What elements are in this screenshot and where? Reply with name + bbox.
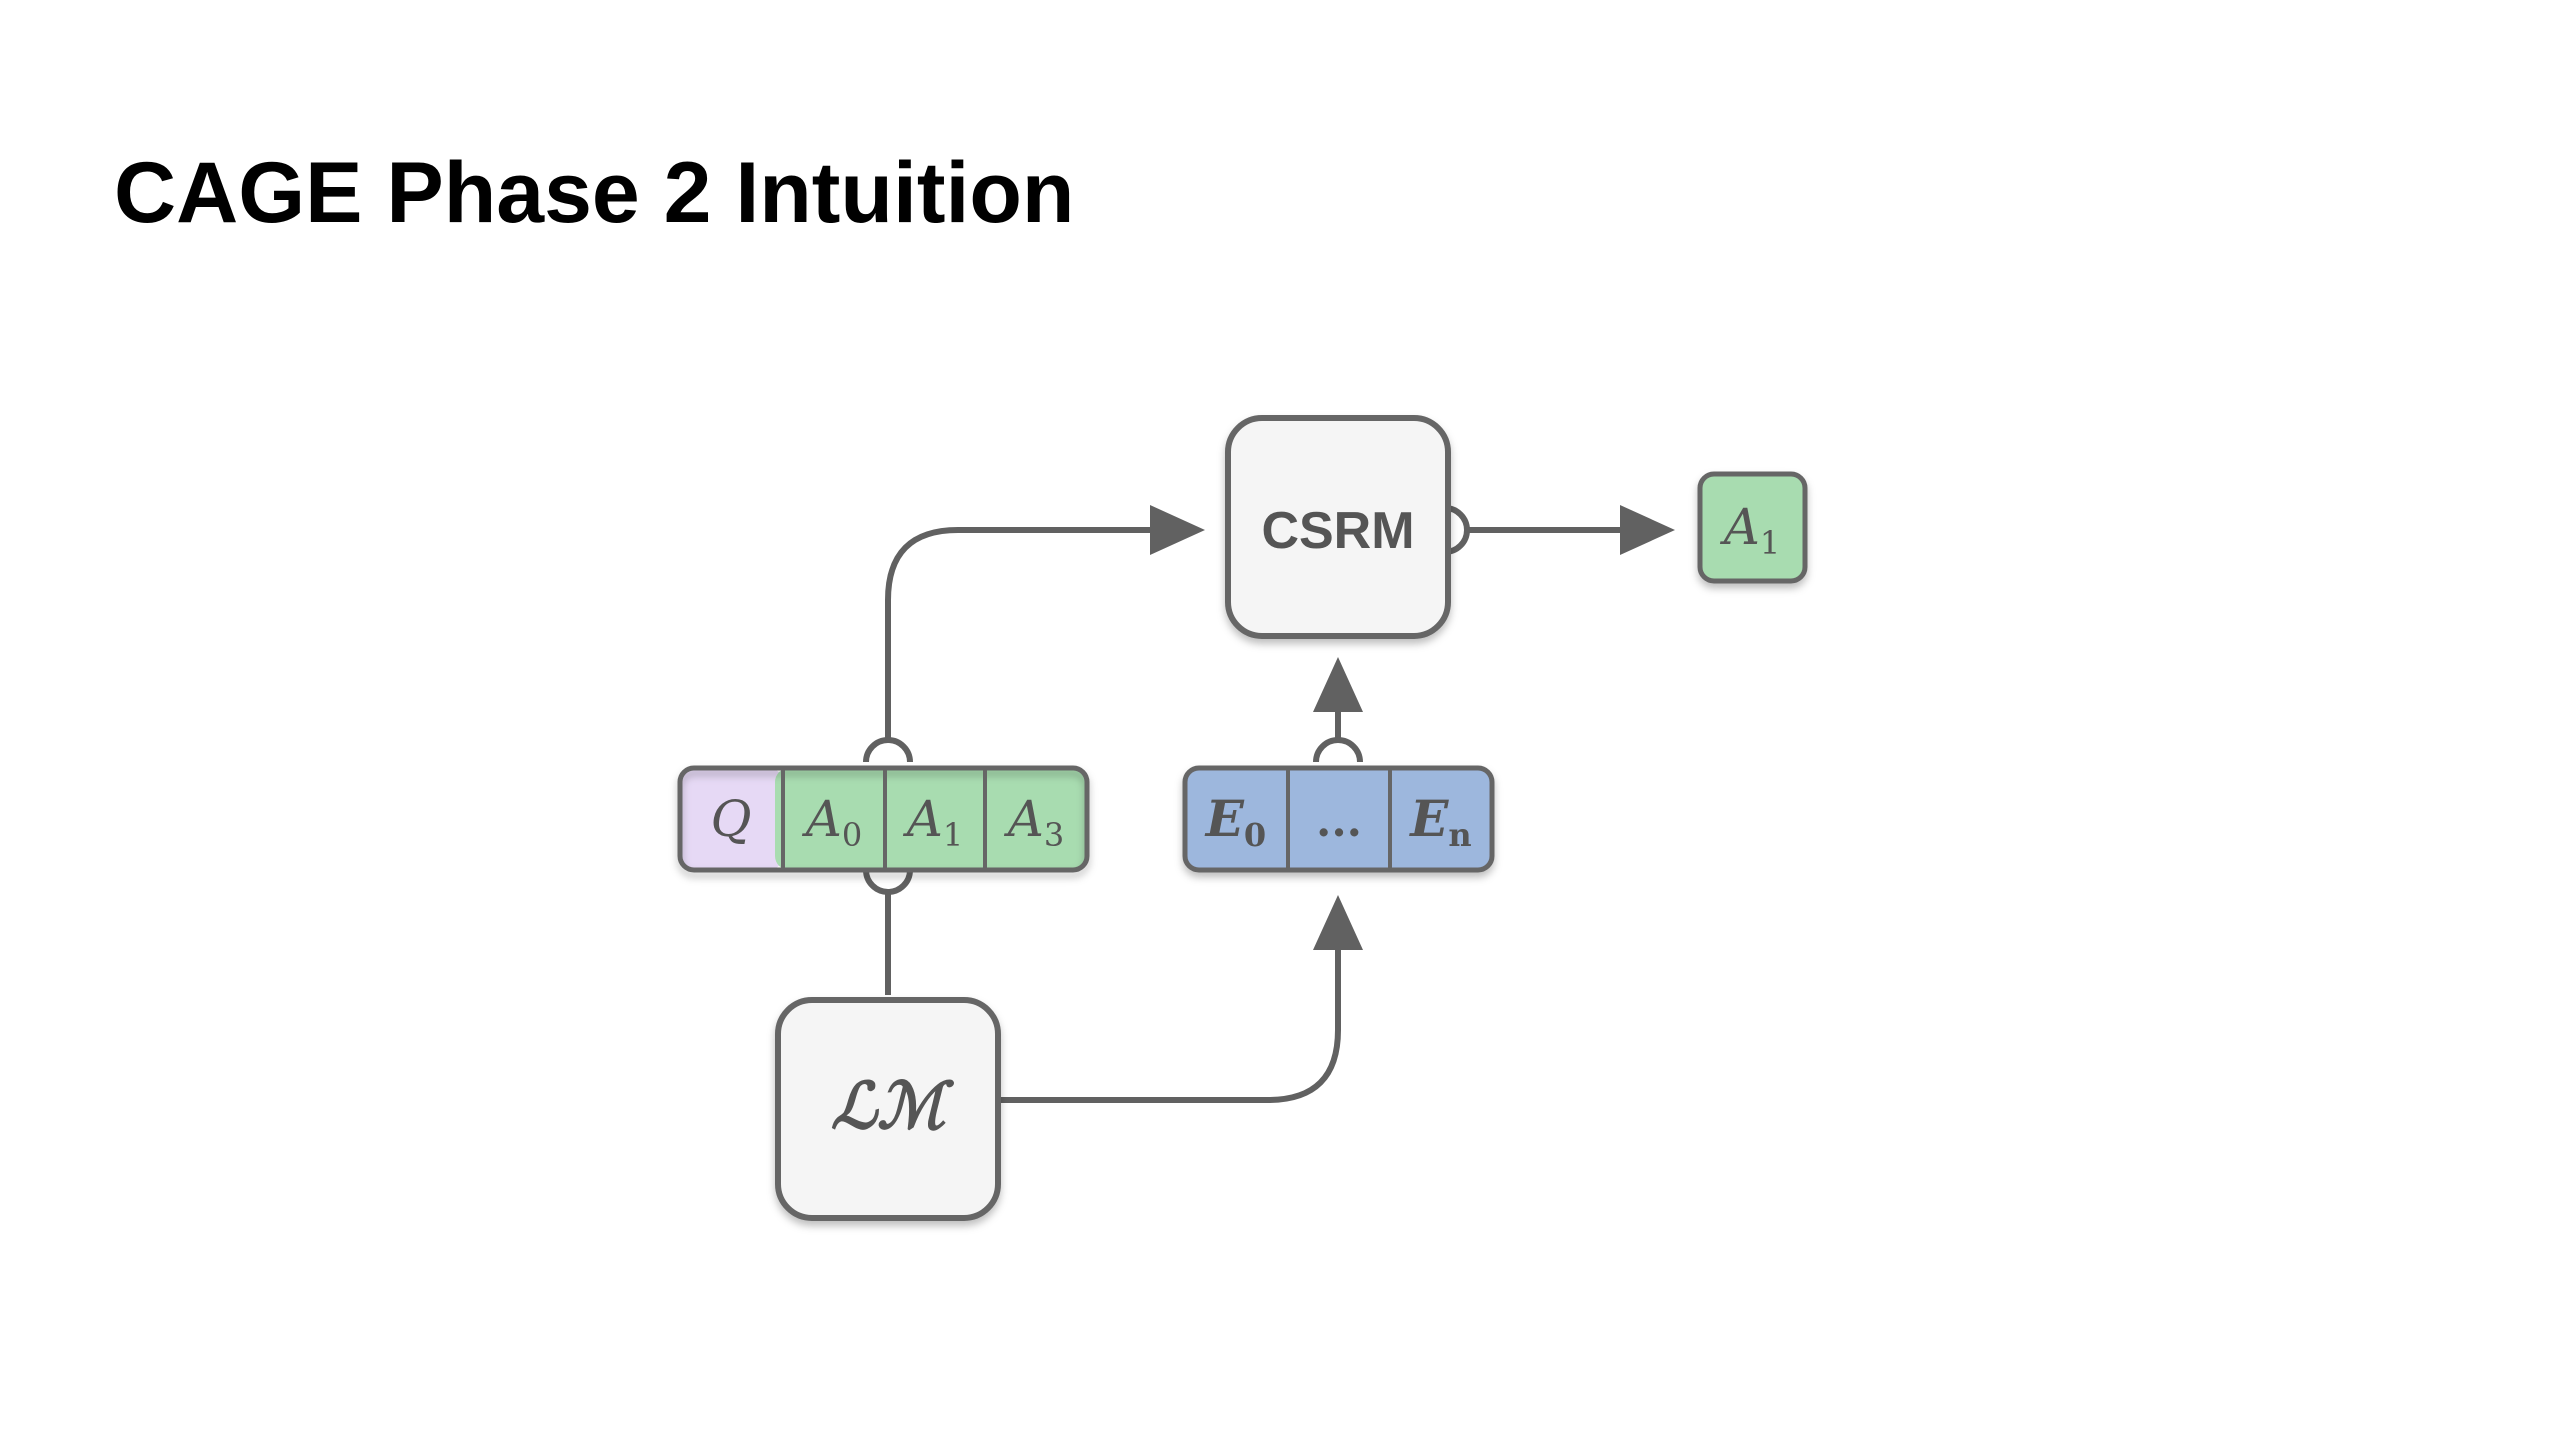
sequence-row: Q A0 A1 A3 (677, 765, 1090, 873)
seq-cell-2-base: A (903, 790, 943, 848)
sequence-cell-label: A0 (802, 790, 862, 854)
seq-cell-2-sub: 1 (943, 816, 963, 854)
seq-cell-3-base: A (1004, 790, 1044, 848)
connectors (863, 505, 1625, 1103)
emb-cell-2-sub: n (1448, 816, 1471, 854)
embedding-row: E0 ... En (1182, 765, 1495, 873)
sequence-cell-label: A3 (1004, 790, 1064, 854)
seq-bottom-port (863, 869, 913, 895)
seq-cell-3-sub: 3 (1044, 816, 1064, 854)
emb-cell-0-base: E (1204, 789, 1245, 848)
output-box (1697, 471, 1808, 584)
sequence-cell-label: Q (711, 790, 752, 848)
sequence-cells-green-bg (775, 768, 1087, 870)
seq-to-csrm-connector (885, 527, 1160, 742)
lm-box (775, 997, 1001, 1221)
seq-top-port (863, 737, 913, 763)
arrowhead-to-csrm (1150, 505, 1205, 555)
sequence-cell-q-bg (680, 768, 783, 870)
output-node: A1 (1697, 471, 1808, 584)
arrowhead-to-embeddings (1313, 895, 1363, 950)
embedding-cell-label: E0 (1204, 789, 1266, 854)
output-sub: 1 (1760, 524, 1780, 562)
sequence-cell-label: A1 (903, 790, 963, 854)
arrowhead-to-output (1620, 505, 1675, 555)
lm-node: ℒℳ (775, 997, 1001, 1221)
emb-cell-2-base: E (1408, 789, 1449, 848)
csrm-node: CSRM (1225, 415, 1451, 639)
output-label: A1 (1720, 498, 1780, 562)
embedding-cell-label: En (1408, 789, 1471, 854)
emb-top-port (1313, 737, 1363, 763)
embedding-cell-label: ... (1316, 796, 1362, 847)
seq-cell-1-sub: 0 (842, 816, 862, 854)
output-base: A (1720, 498, 1760, 556)
lm-label: ℒℳ (831, 1069, 955, 1144)
emb-cell-0-sub: 0 (1244, 816, 1266, 854)
slide-title: CAGE Phase 2 Intuition (114, 145, 1075, 241)
emb-cell-1-base: ... (1316, 796, 1362, 847)
arrowhead-to-csrm-bottom (1313, 657, 1363, 712)
arrowheads (1150, 505, 1675, 950)
seq-cell-1-base: A (802, 790, 842, 848)
csrm-label: CSRM (1261, 502, 1414, 560)
embedding-cells-bg (1182, 765, 1495, 873)
csrm-box (1225, 415, 1451, 639)
seq-cell-0-base: Q (711, 790, 752, 848)
lm-to-emb-connector (995, 945, 1341, 1103)
